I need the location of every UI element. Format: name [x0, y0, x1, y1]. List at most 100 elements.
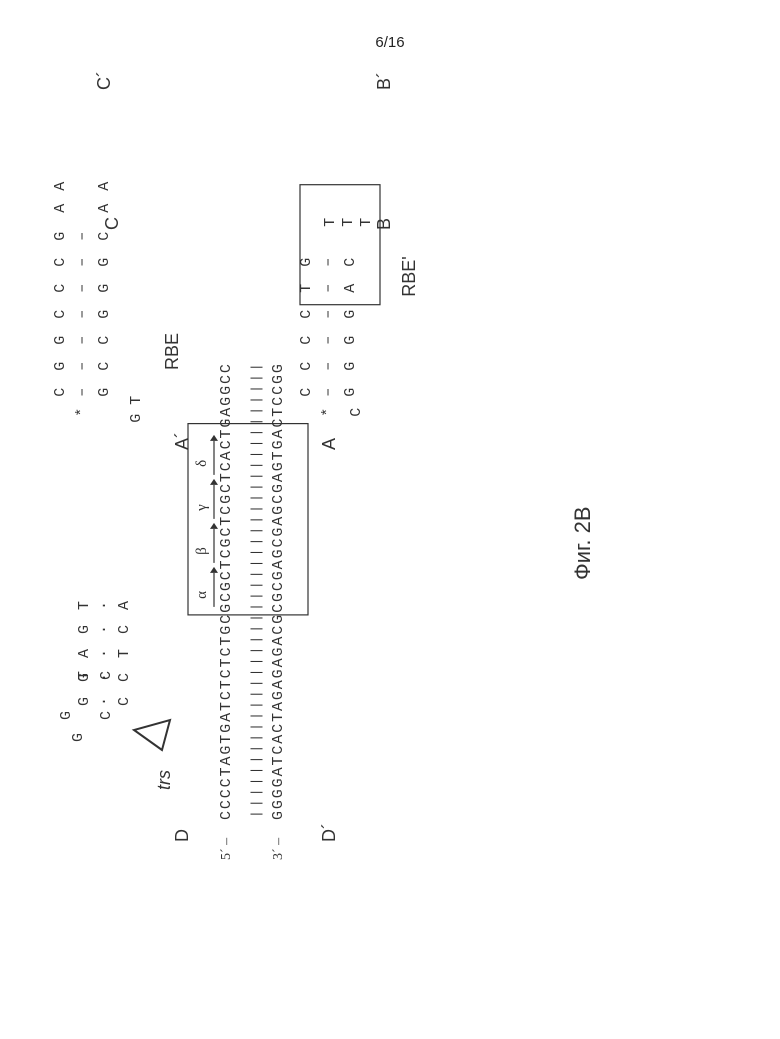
- trs-pair-bottom-1: C: [116, 625, 133, 634]
- trs-pair-bottom-0: A: [116, 601, 133, 610]
- bottom-strand-base-41: G: [270, 364, 287, 373]
- pair-mark-23: |: [249, 559, 264, 567]
- top-strand-base-21: G: [218, 582, 235, 591]
- top-strand-base-9: A: [218, 713, 235, 722]
- b-arm-left-0: C: [298, 388, 315, 397]
- bottom-strand-base-19: C: [270, 604, 287, 613]
- rbe-box: [188, 424, 308, 615]
- bottom-strand-base-15: G: [270, 647, 287, 656]
- pair-mark-37: |: [249, 407, 264, 415]
- c-mismatch: *: [74, 408, 91, 417]
- bottom-strand-base-0: G: [270, 811, 287, 820]
- pair-mark-41: |: [249, 363, 264, 371]
- bottom-strand-base-8: C: [270, 724, 287, 733]
- bottom-strand-base-9: T: [270, 713, 287, 722]
- top-strand-base-39: G: [218, 386, 235, 395]
- bottom-strand-base-5: T: [270, 756, 287, 765]
- top-strand-base-10: T: [218, 702, 235, 711]
- label-C: C: [102, 217, 122, 230]
- b-mismatch: *: [320, 408, 337, 417]
- top-strand-base-22: C: [218, 571, 235, 580]
- c-arm-bond-1: –: [74, 362, 91, 371]
- top-strand-base-31: T: [218, 473, 235, 482]
- b-arm-right-3: G: [342, 310, 359, 319]
- pair-mark-24: |: [249, 549, 264, 557]
- greek-3: δ: [194, 460, 210, 467]
- c-arm-right-4: G: [96, 284, 113, 293]
- pair-mark-35: |: [249, 429, 264, 437]
- bottom-strand-base-20: G: [270, 593, 287, 602]
- top-strand-base-14: T: [218, 658, 235, 667]
- top-strand-base-1: C: [218, 800, 235, 809]
- c-extra-0: G: [128, 414, 145, 423]
- top-strand-base-4: T: [218, 767, 235, 776]
- pair-mark-17: |: [249, 625, 264, 633]
- top-strand-base-0: C: [218, 811, 235, 820]
- top-strand-base-38: G: [218, 397, 235, 406]
- bottom-strand-base-4: A: [270, 767, 287, 776]
- b-arm-left-4: T: [298, 284, 315, 293]
- bottom-strand-base-12: A: [270, 680, 287, 689]
- top-strand-base-37: A: [218, 408, 235, 417]
- label-C-prime: C´: [94, 71, 114, 90]
- top-strand-base-30: C: [218, 484, 235, 493]
- c-arm-left-5: C: [52, 258, 69, 267]
- c-arm-bond-6: –: [74, 232, 91, 241]
- pair-mark-33: |: [249, 450, 264, 458]
- b-arm-left-2: C: [298, 336, 315, 345]
- b-arm-right-5: C: [342, 258, 359, 267]
- bottom-strand-base-33: T: [270, 451, 287, 460]
- bottom-strand-base-7: A: [270, 735, 287, 744]
- pair-mark-9: |: [249, 712, 264, 720]
- bottom-strand-base-17: C: [270, 626, 287, 635]
- top-strand-base-25: G: [218, 538, 235, 547]
- pair-mark-25: |: [249, 538, 264, 546]
- greek-arrowhead-2: [210, 479, 218, 485]
- bottom-strand-base-29: C: [270, 495, 287, 504]
- pair-mark-31: |: [249, 472, 264, 480]
- bottom-strand-base-18: G: [270, 615, 287, 624]
- pair-mark-7: |: [249, 734, 264, 742]
- top-strand-base-18: C: [218, 615, 235, 624]
- bottom-strand-base-22: G: [270, 571, 287, 580]
- top-strand-base-27: T: [218, 517, 235, 526]
- top-strand-base-34: C: [218, 440, 235, 449]
- top-strand-base-40: C: [218, 375, 235, 384]
- bottom-strand-base-13: G: [270, 669, 287, 678]
- c-loop-3: A: [96, 182, 113, 191]
- top-strand-base-20: C: [218, 593, 235, 602]
- greek-arrowhead-1: [210, 523, 218, 529]
- figure-caption: Фиг. 2B: [570, 507, 595, 581]
- c-arm-right-1: C: [96, 362, 113, 371]
- trs-loop-4: T: [76, 671, 93, 680]
- greek-0: α: [194, 591, 210, 599]
- top-strand-base-7: T: [218, 735, 235, 744]
- top-strand-base-33: A: [218, 451, 235, 460]
- pair-mark-6: |: [249, 745, 264, 753]
- top-strand-base-29: G: [218, 495, 235, 504]
- pair-mark-30: |: [249, 483, 264, 491]
- trs-triangle-icon: [134, 720, 170, 750]
- b-arm-right-1: G: [342, 362, 359, 371]
- bottom-strand-base-34: G: [270, 440, 287, 449]
- rbe-prime-loop-0: T: [358, 218, 375, 227]
- top-strand-base-11: C: [218, 691, 235, 700]
- trs-dot-2: ·: [96, 649, 113, 658]
- trs-pair-top-2: A: [76, 649, 93, 658]
- b-arm-left-3: C: [298, 310, 315, 319]
- top-strand-base-41: C: [218, 364, 235, 373]
- top-strand-base-13: C: [218, 669, 235, 678]
- bottom-strand-base-3: G: [270, 778, 287, 787]
- top-strand-base-19: G: [218, 604, 235, 613]
- trs-loop-3: G: [70, 733, 87, 742]
- top-strand-base-24: C: [218, 549, 235, 558]
- rbe-prime-loop-1: T: [340, 218, 357, 227]
- top-strand-base-15: C: [218, 647, 235, 656]
- b-arm-bond-2: –: [320, 336, 337, 345]
- greek-2: γ: [194, 504, 210, 512]
- bottom-strand-base-26: G: [270, 528, 287, 537]
- bottom-strand-base-6: C: [270, 746, 287, 755]
- pair-mark-4: |: [249, 767, 264, 775]
- bottom-strand-base-14: A: [270, 658, 287, 667]
- top-strand-base-23: T: [218, 560, 235, 569]
